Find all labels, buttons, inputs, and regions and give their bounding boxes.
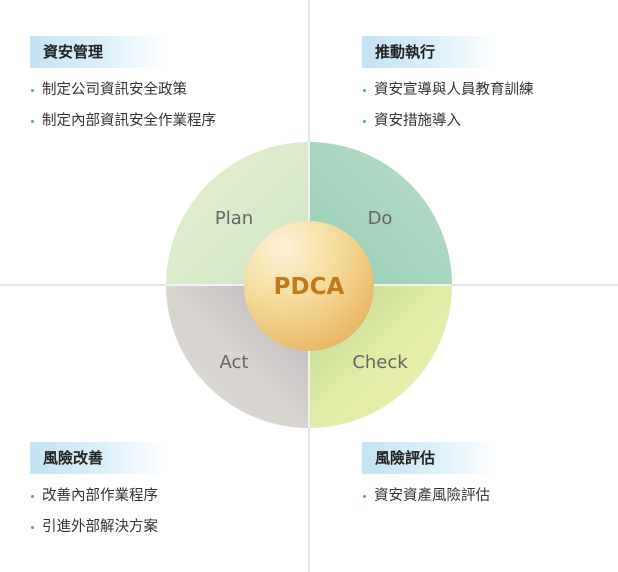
list-item: 引進外部解決方案 — [30, 517, 165, 548]
list-item: 資安資產風險評估 — [362, 486, 497, 517]
label-check: Check — [352, 352, 408, 373]
panel-title: 資安管理 — [30, 36, 165, 68]
list-item: 改善內部作業程序 — [30, 486, 165, 517]
list-item: 資安宣導與人員教育訓練 — [362, 80, 534, 111]
list-item: 制定公司資訊安全政策 — [30, 80, 216, 111]
list-item: 制定內部資訊安全作業程序 — [30, 111, 216, 142]
panel-title: 風險改善 — [30, 442, 165, 474]
panel-management: 資安管理 制定公司資訊安全政策制定內部資訊安全作業程序 — [30, 36, 216, 142]
panel-risk-improvement: 風險改善 改善內部作業程序引進外部解決方案 — [30, 442, 165, 548]
panel-title: 推動執行 — [362, 36, 497, 68]
label-act: Act — [220, 352, 249, 373]
panel-execution: 推動執行 資安宣導與人員教育訓練資安措施導入 — [362, 36, 534, 142]
label-pdca: PDCA — [274, 274, 345, 300]
label-do: Do — [368, 208, 393, 229]
center-circle — [244, 221, 374, 351]
panel-title: 風險評估 — [362, 442, 497, 474]
label-plan: Plan — [215, 208, 253, 229]
panel-risk-assessment: 風險評估 資安資產風險評估 — [362, 442, 497, 517]
list-item: 資安措施導入 — [362, 111, 534, 142]
